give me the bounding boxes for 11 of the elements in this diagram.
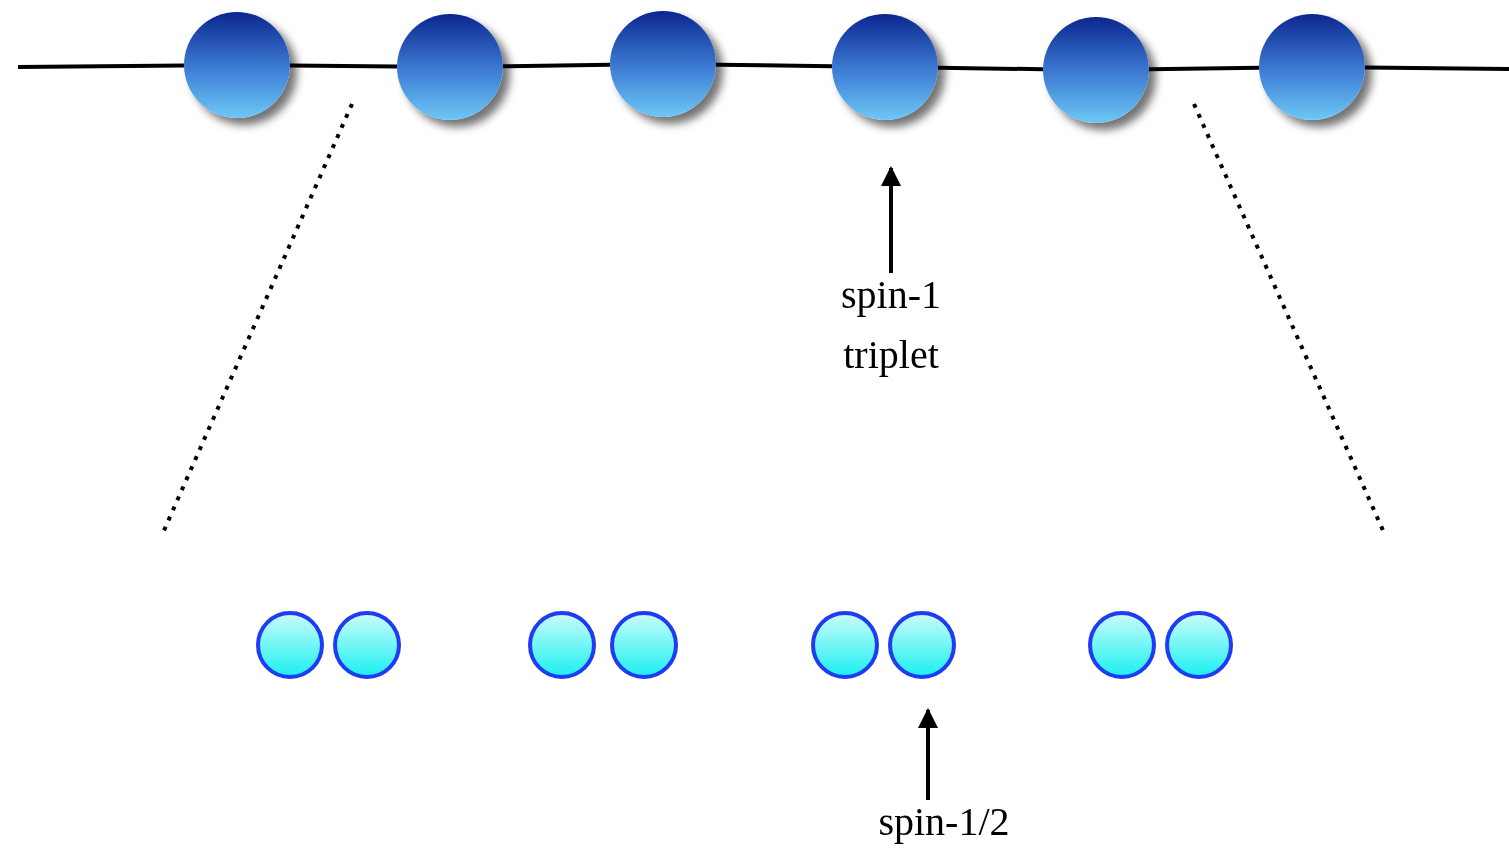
chain-line (289, 63, 398, 69)
chain-line (715, 62, 833, 69)
chain-line (937, 65, 1044, 72)
chain-line (17, 63, 185, 69)
chain-line (1364, 65, 1509, 71)
chain-line (1148, 65, 1260, 72)
spin-label: spin-1 triplet (826, 265, 956, 385)
chain-line (502, 62, 611, 69)
arrow (918, 708, 938, 800)
spin-label: spin-1/2 (860, 792, 1028, 850)
arrow (881, 166, 901, 273)
